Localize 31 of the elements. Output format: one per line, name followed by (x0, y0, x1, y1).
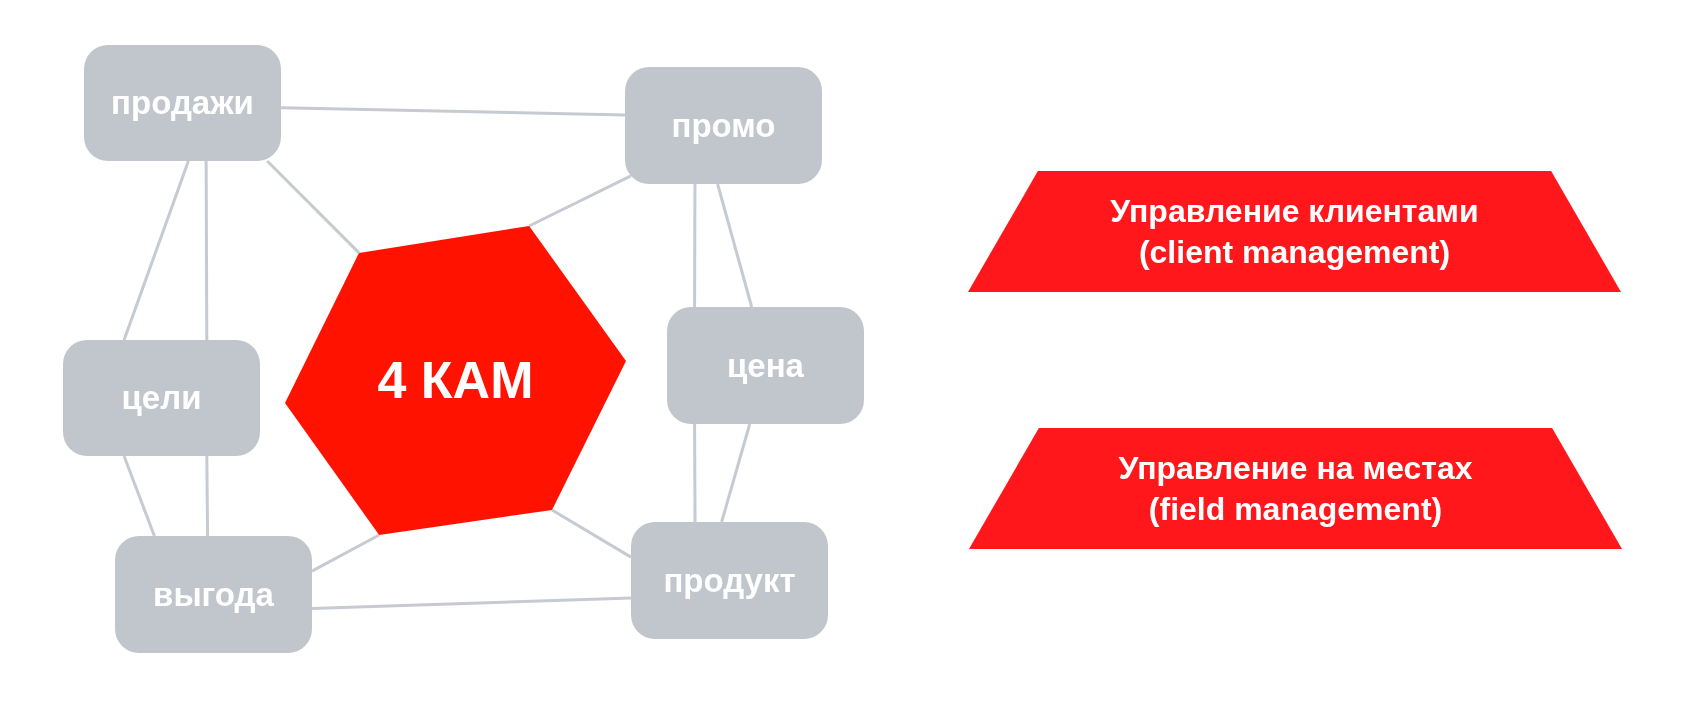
connector-line (720, 423, 752, 523)
topic-box (631, 522, 828, 639)
connector-line (716, 183, 754, 308)
topic-box (63, 340, 260, 456)
connector-line (122, 455, 156, 537)
connector-line (122, 160, 190, 341)
topic-box (667, 307, 864, 424)
topic-box (115, 536, 312, 653)
banner-subtitle: (field management) (1148, 489, 1443, 529)
connector-line (528, 174, 632, 228)
topic-label: промо (671, 105, 776, 146)
topic-label: выгода (153, 574, 274, 615)
connector-line (204, 161, 209, 340)
connector-line (693, 424, 697, 522)
topic-label: цена (727, 345, 804, 386)
connector-line (693, 184, 697, 307)
connector-line (551, 508, 632, 559)
topic-box (625, 67, 822, 184)
topic-label: цели (121, 378, 202, 418)
banner-subtitle: (client management) (1138, 232, 1451, 272)
banner-title: Управление на местах (1118, 448, 1473, 488)
center-label: 4 КАМ (377, 350, 534, 412)
topic-label: продажи (111, 83, 254, 123)
topic-label: продукт (663, 560, 796, 601)
connector-line (266, 159, 361, 254)
connector-line (205, 456, 210, 536)
topic-box (84, 45, 281, 161)
connector-line (311, 596, 632, 611)
connector-line (311, 533, 380, 573)
connector-line (280, 106, 626, 117)
banner-title: Управление клиентами (1110, 191, 1479, 231)
